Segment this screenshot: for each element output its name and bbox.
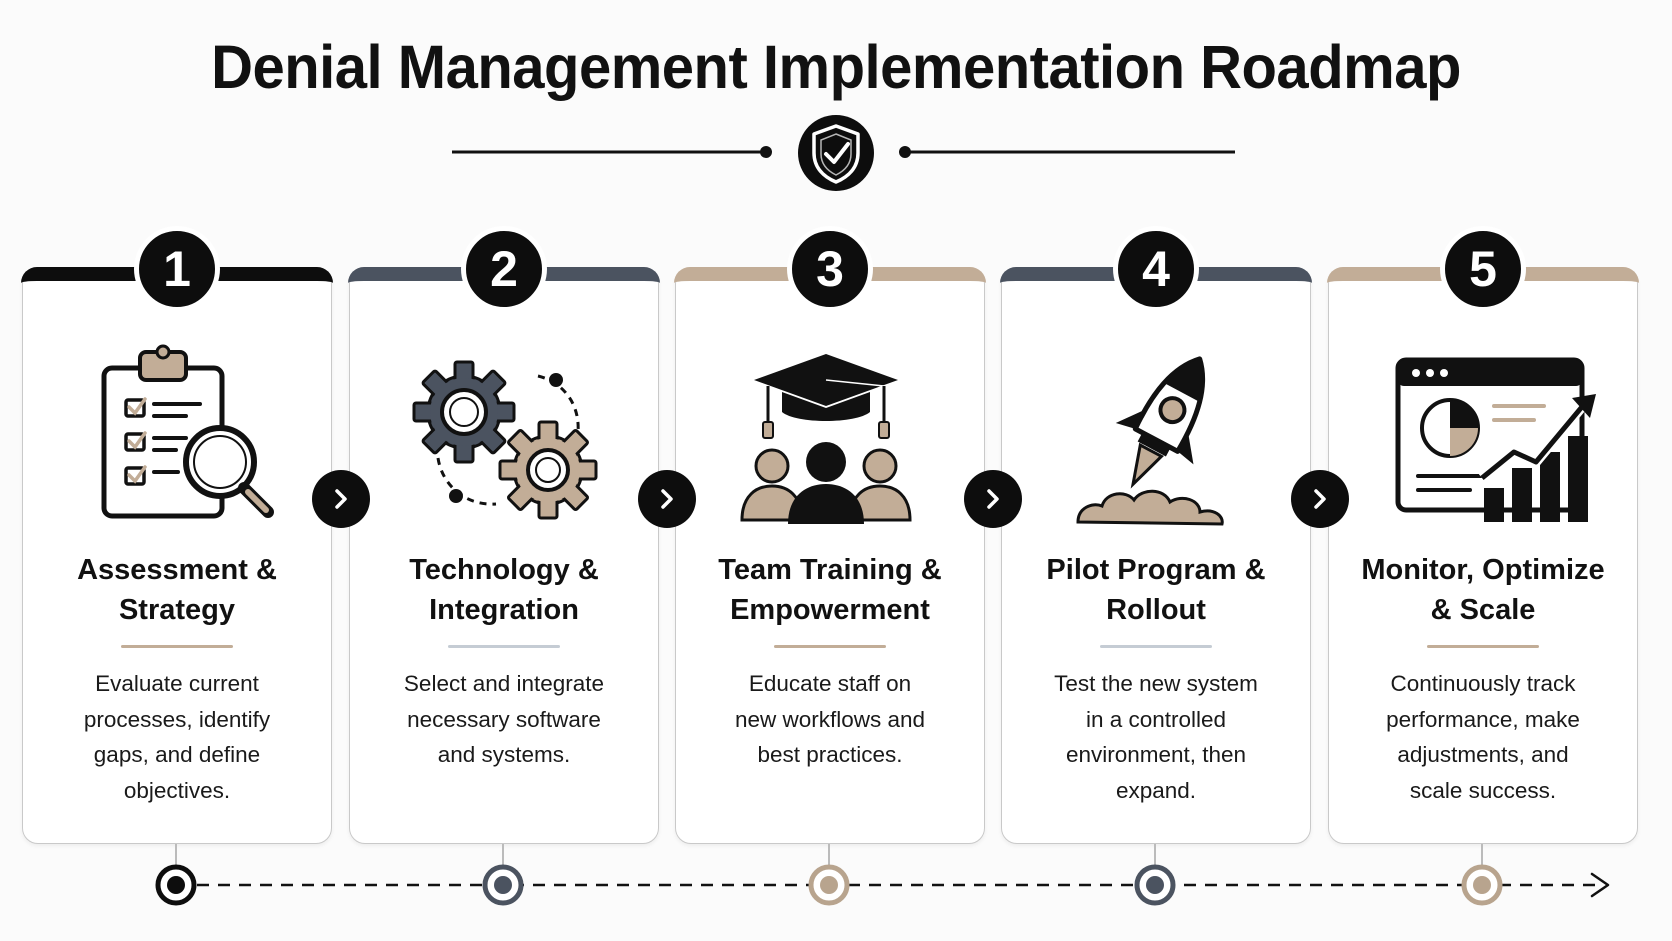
step-divider-4 [1100, 645, 1212, 648]
chevron-right-icon [1314, 489, 1326, 509]
step-title-4: Pilot Program & Rollout [1046, 554, 1266, 626]
step-card-3 [674, 267, 986, 844]
timeline-node-1 [155, 864, 197, 906]
page-title: Denial Management Implementation Roadmap [211, 33, 1461, 102]
step-number-3: 3 [787, 226, 873, 312]
step-description-2: Select and integrate necessary software … [403, 671, 605, 767]
step-description-5: Continuously track performance, make adj… [1386, 671, 1580, 803]
step-card-4 [1000, 267, 1312, 844]
next-step-arrow-3 [964, 470, 1022, 528]
step-description-1: Evaluate current processes, identify gap… [83, 671, 271, 803]
step-title-5: Monitor, Optimize & Scale [1361, 554, 1605, 626]
chevron-right-icon [987, 489, 999, 509]
next-step-arrow-1 [312, 470, 370, 528]
graduation-team-icon [740, 354, 912, 524]
step-title-2: Technology & Integration [409, 554, 599, 626]
step-divider-3 [774, 645, 886, 648]
title-divider [452, 115, 1235, 191]
chevron-right-icon [335, 489, 347, 509]
next-step-arrow-2 [638, 470, 696, 528]
step-number-1: 1 [134, 226, 220, 312]
step-number-4: 4 [1113, 226, 1199, 312]
step-title-1: Assessment & Strategy [77, 554, 277, 626]
shield-check-icon [798, 115, 874, 191]
timeline-node-5 [1461, 864, 1503, 906]
timeline-node-2 [482, 864, 524, 906]
analytics-dashboard-icon [1395, 357, 1596, 522]
step-number-5: 5 [1440, 226, 1526, 312]
step-divider-5 [1427, 645, 1539, 648]
step-divider-2 [448, 645, 560, 648]
timeline-arrow-icon [1590, 872, 1610, 898]
step-number-2: 2 [461, 226, 547, 312]
timeline-node-3 [808, 864, 850, 906]
step-card-2 [348, 267, 660, 844]
chevron-right-icon [661, 489, 673, 509]
rocket-icon [1076, 356, 1224, 526]
timeline-node-4 [1134, 864, 1176, 906]
next-step-arrow-4 [1291, 470, 1349, 528]
step-divider-1 [121, 645, 233, 648]
step-description-4: Test the new system in a controlled envi… [1054, 671, 1258, 803]
step-description-3: Educate staff on new workflows and best … [734, 671, 926, 767]
clipboard-magnifier-icon [101, 344, 274, 519]
step-title-3: Team Training & Empowerment [718, 554, 942, 626]
gears-icon [412, 360, 598, 520]
